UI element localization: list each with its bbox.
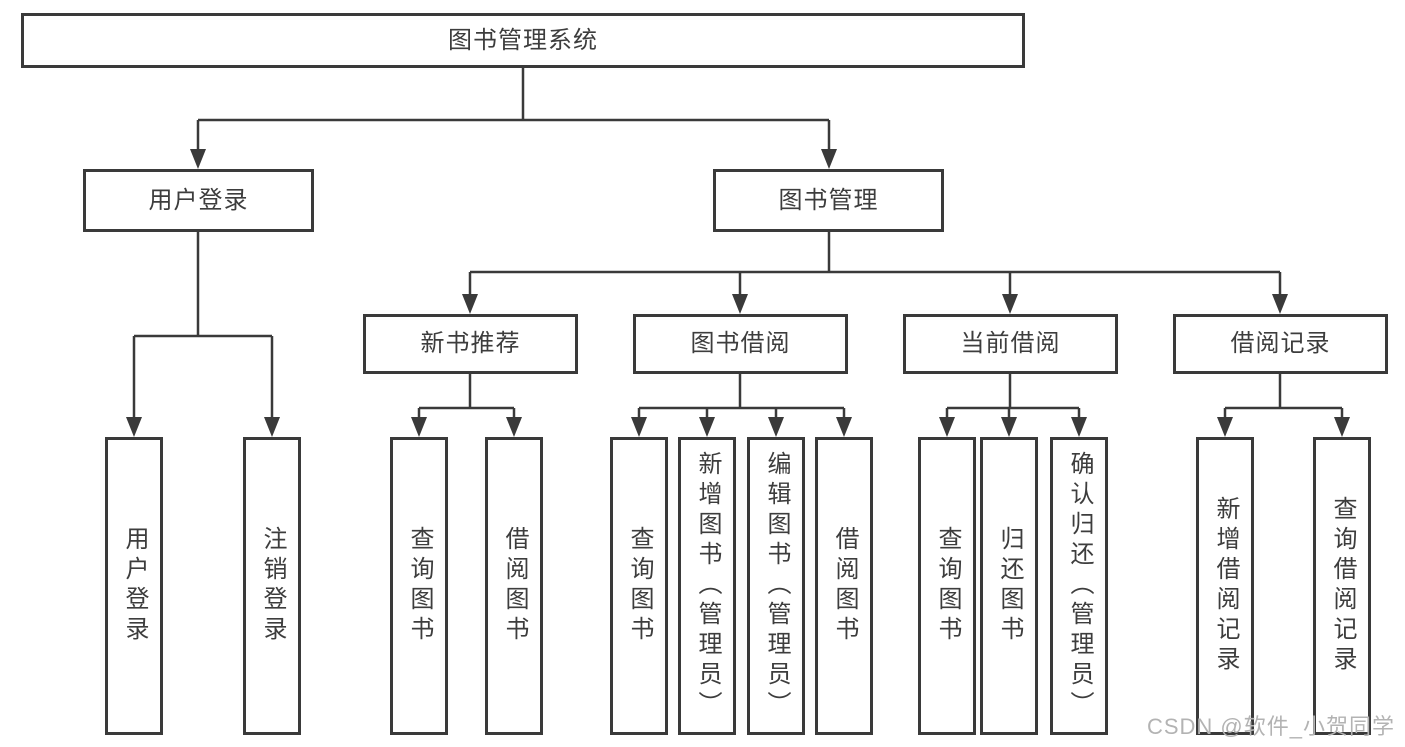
leaf-add-books-admin: 新增图书（管理员） — [678, 437, 736, 735]
leaf-add-books-admin-label: 新增图书（管理员） — [694, 451, 721, 721]
node-new-book-recommend-label: 新书推荐 — [420, 330, 521, 357]
leaf-borrow-books: 借阅图书 — [815, 437, 873, 735]
leaf-query-books-borrow: 查询图书 — [610, 437, 668, 735]
leaf-borrow-books-recommend-label: 借阅图书 — [501, 526, 528, 646]
node-current-borrow: 当前借阅 — [903, 314, 1118, 374]
leaf-borrow-books-recommend: 借阅图书 — [485, 437, 543, 735]
leaf-logout-label: 注销登录 — [259, 526, 286, 646]
leaf-logout: 注销登录 — [243, 437, 301, 735]
leaf-query-books-recommend-label: 查询图书 — [406, 526, 433, 646]
leaf-query-borrow-record-label: 查询借阅记录 — [1329, 496, 1356, 676]
leaf-confirm-return-admin: 确认归还（管理员） — [1050, 437, 1108, 735]
node-user-login: 用户登录 — [83, 169, 314, 232]
leaf-query-books-borrow-label: 查询图书 — [626, 526, 653, 646]
leaf-return-books-label: 归还图书 — [996, 526, 1023, 646]
node-system-root-label: 图书管理系统 — [448, 26, 598, 54]
node-current-borrow-label: 当前借阅 — [960, 330, 1061, 357]
node-user-login-label: 用户登录 — [148, 186, 249, 214]
leaf-borrow-books-label: 借阅图书 — [831, 526, 858, 646]
node-book-borrow: 图书借阅 — [633, 314, 848, 374]
watermark: CSDN @软件_小贺同学 — [1146, 714, 1395, 739]
leaf-query-books-current-label: 查询图书 — [934, 526, 961, 646]
node-book-management: 图书管理 — [713, 169, 944, 232]
node-new-book-recommend: 新书推荐 — [363, 314, 578, 374]
node-book-borrow-label: 图书借阅 — [690, 330, 791, 357]
node-system-root: 图书管理系统 — [21, 13, 1025, 68]
node-borrow-records-label: 借阅记录 — [1230, 330, 1331, 357]
leaf-edit-books-admin: 编辑图书（管理员） — [747, 437, 805, 735]
leaf-query-books-recommend: 查询图书 — [390, 437, 448, 735]
leaf-add-borrow-record: 新增借阅记录 — [1196, 437, 1254, 735]
node-borrow-records: 借阅记录 — [1173, 314, 1388, 374]
leaf-query-books-current: 查询图书 — [918, 437, 976, 735]
node-book-management-label: 图书管理 — [778, 186, 879, 214]
leaf-user-login-label: 用户登录 — [121, 526, 148, 646]
leaf-query-borrow-record: 查询借阅记录 — [1313, 437, 1371, 735]
leaf-confirm-return-admin-label: 确认归还（管理员） — [1066, 451, 1093, 721]
leaf-user-login: 用户登录 — [105, 437, 163, 735]
leaf-return-books: 归还图书 — [980, 437, 1038, 735]
leaf-edit-books-admin-label: 编辑图书（管理员） — [763, 451, 790, 721]
leaf-add-borrow-record-label: 新增借阅记录 — [1212, 496, 1239, 676]
